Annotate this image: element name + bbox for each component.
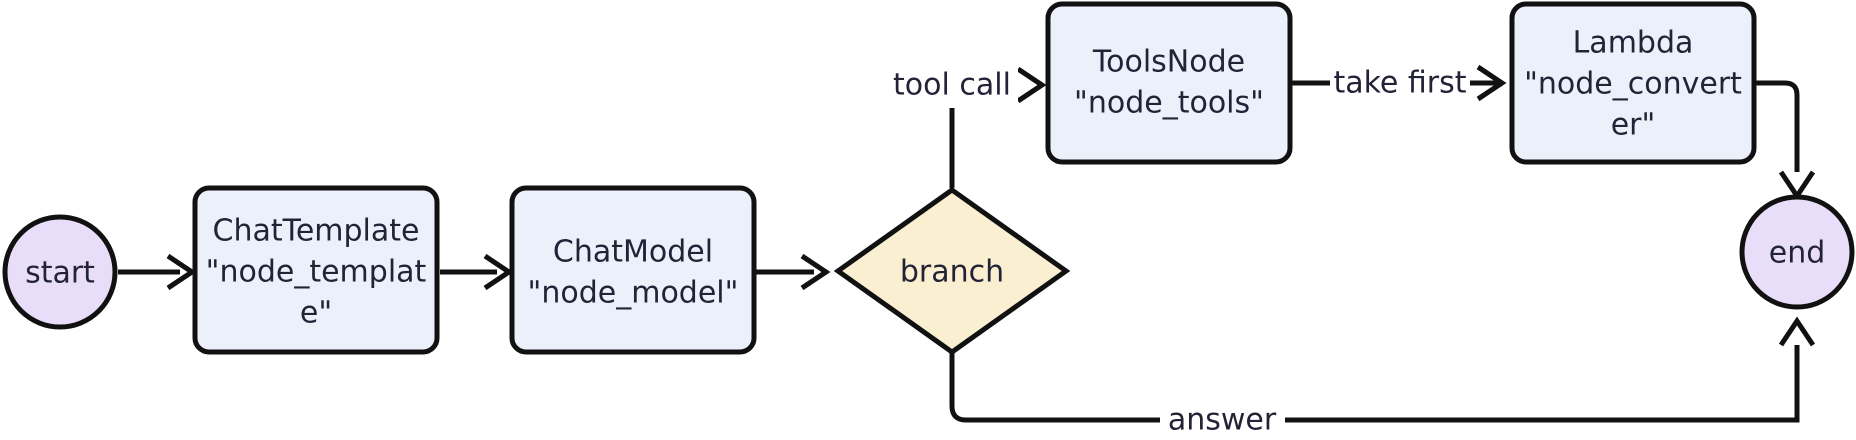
edge-node-converter-to-end bbox=[1755, 80, 1816, 201]
node-end-shape[interactable] bbox=[1739, 194, 1855, 310]
arrowhead-icon bbox=[1476, 64, 1507, 102]
edge-line bbox=[1755, 80, 1800, 172]
edge-label-answer: answer bbox=[1168, 403, 1277, 438]
edge-node-tools-to-node-converter: take first bbox=[1292, 60, 1507, 106]
node-node-converter-label-line-2: "node_convert bbox=[1524, 67, 1742, 102]
node-node-tools-label-line-1: ToolsNode bbox=[1092, 45, 1245, 80]
node-branch-shape[interactable] bbox=[833, 186, 1071, 356]
node-node-tools-label-line-2: "node_tools" bbox=[1074, 86, 1264, 121]
edge-branch-to-node-tools: tool call bbox=[890, 62, 1047, 188]
node-node-tools-shape[interactable] bbox=[1045, 1, 1293, 165]
edge-label-tool-call: tool call bbox=[893, 68, 1011, 103]
node-node-converter-label-line-3: er" bbox=[1611, 108, 1656, 143]
edge-label-backing bbox=[890, 62, 1018, 108]
edge-node-model-to-branch bbox=[755, 253, 831, 291]
node-node-model-label-line-2: "node_model" bbox=[528, 276, 739, 311]
node-node-converter-label-line-1: Lambda bbox=[1573, 26, 1694, 61]
node-node-converter[interactable]: Lambda "node_convert er" bbox=[1509, 1, 1757, 165]
edge-node-template-to-node-model bbox=[440, 253, 514, 291]
edge-label-backing bbox=[1330, 60, 1470, 106]
node-branch-label: branch bbox=[900, 255, 1004, 290]
edge-start-to-node-template bbox=[118, 253, 197, 291]
arrowhead-icon bbox=[1778, 170, 1816, 201]
node-node-model-label-line-1: ChatModel bbox=[553, 235, 713, 270]
edge-branch-to-end: answer bbox=[949, 316, 1816, 440]
node-node-model[interactable]: ChatModel "node_model" bbox=[509, 185, 757, 355]
arrowhead-icon bbox=[166, 253, 197, 291]
node-node-model-shape[interactable] bbox=[509, 185, 757, 355]
node-node-template-label-line-3: e" bbox=[300, 296, 332, 331]
node-node-tools[interactable]: ToolsNode "node_tools" bbox=[1045, 1, 1293, 165]
arrowhead-icon bbox=[1016, 66, 1047, 104]
arrowhead-icon bbox=[483, 253, 514, 291]
node-start-shape[interactable] bbox=[2, 214, 118, 330]
node-node-template-label-line-2: "node_templat bbox=[206, 255, 427, 290]
node-branch[interactable]: branch bbox=[833, 186, 1071, 356]
edge-line bbox=[949, 345, 1800, 423]
edge-label-backing bbox=[1160, 398, 1285, 440]
node-node-converter-shape[interactable] bbox=[1509, 1, 1757, 165]
node-end-label: end bbox=[1769, 236, 1826, 271]
node-end[interactable]: end bbox=[1739, 194, 1855, 310]
node-node-template-label-line-1: ChatTemplate bbox=[213, 214, 420, 249]
arrowhead-icon bbox=[800, 253, 831, 291]
arrowhead-icon bbox=[1778, 316, 1816, 347]
node-node-template-shape[interactable] bbox=[192, 185, 440, 355]
edge-label-take-first: take first bbox=[1333, 66, 1466, 101]
node-start-label: start bbox=[25, 256, 95, 291]
node-start[interactable]: start bbox=[2, 214, 118, 330]
node-node-template[interactable]: ChatTemplate "node_templat e" bbox=[192, 185, 440, 355]
